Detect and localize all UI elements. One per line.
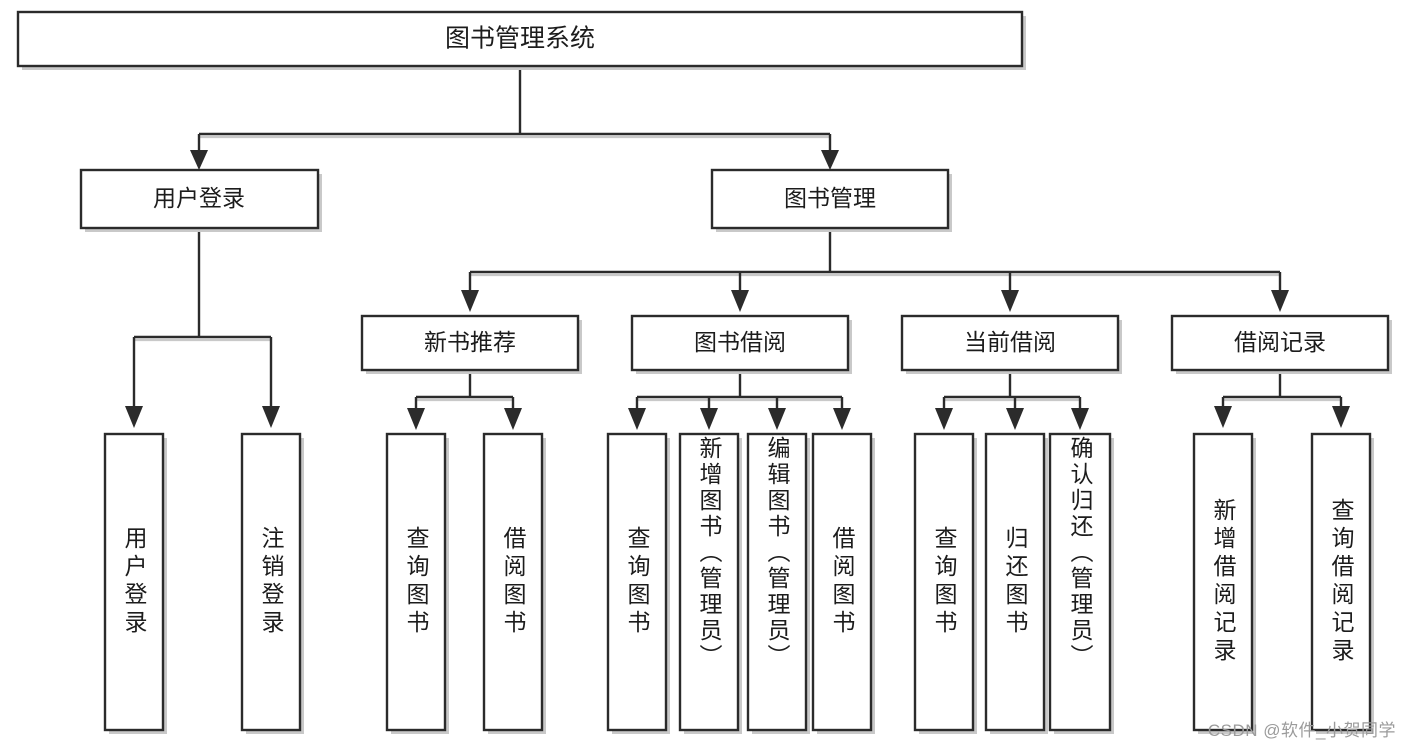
arrowhead-current-1	[1006, 408, 1024, 430]
arrowhead-leaf-user-login-0	[125, 406, 143, 428]
node-user-login-label: 用户登录	[153, 185, 245, 211]
arrowhead-newbook-0	[407, 408, 425, 430]
node-borrow-record[interactable]: 借阅记录	[1170, 314, 1392, 374]
node-book-borrow-box	[630, 314, 850, 372]
leaf-book-borrow-1[interactable]	[678, 432, 742, 734]
leaf-current-borrow-1[interactable]	[984, 432, 1048, 734]
connector-layer	[125, 66, 1350, 430]
leaf-user-login-0-box	[103, 432, 165, 732]
node-borrow-record-label: 借阅记录	[1234, 329, 1326, 355]
leaf-new-book-1[interactable]	[482, 432, 546, 734]
leaf-label-borrow-record-0: 新增借阅记录	[1210, 498, 1236, 666]
node-book-borrow[interactable]: 图书借阅	[630, 314, 852, 374]
arrowhead-borrow-3	[833, 408, 851, 430]
node-borrow-record-box	[1170, 314, 1390, 372]
node-root-label: 图书管理系统	[445, 25, 595, 53]
node-current-borrow-label: 当前借阅	[964, 329, 1056, 355]
node-book-manage-label: 图书管理	[784, 185, 876, 211]
node-new-book-recommend[interactable]: 新书推荐	[360, 314, 582, 374]
leaf-label-wrap-borrow-record-1: 查询借阅记录	[1328, 498, 1354, 666]
leaf-current-borrow-0[interactable]	[913, 432, 977, 734]
leaf-book-borrow-3-box	[811, 432, 873, 732]
leaf-label-book-borrow-3: 借阅图书	[829, 526, 855, 638]
leaf-new-book-1-box	[482, 432, 544, 732]
leaf-user-login-1-box	[240, 432, 302, 732]
node-root[interactable]: 图书管理系统	[16, 10, 1026, 70]
leaf-borrow-record-0-box	[1192, 432, 1254, 732]
leaf-label-wrap-user-login-0: 用户登录	[121, 526, 147, 638]
leaf-label-new-book-1: 借阅图书	[500, 526, 526, 638]
arrowhead-borrow-0	[628, 408, 646, 430]
leaf-label-current-borrow-1: 归还图书	[1002, 526, 1028, 638]
node-book-manage-box	[710, 168, 950, 230]
leaf-label-book-borrow-1: 新增图书（管理员）	[696, 436, 722, 670]
leaf-current-borrow-0-box	[913, 432, 975, 732]
node-current-borrow[interactable]: 当前借阅	[900, 314, 1122, 374]
leaf-label-wrap-current-borrow-0: 查询图书	[931, 526, 957, 638]
leaf-current-borrow-1-box	[984, 432, 1046, 732]
leaf-label-wrap-user-login-1: 注销登录	[258, 526, 284, 638]
arrowhead-current-2	[1071, 408, 1089, 430]
leaf-current-borrow-2-box	[1048, 432, 1112, 732]
arrowhead-level2-3	[1271, 290, 1289, 312]
node-root-box	[16, 10, 1024, 68]
leaf-book-borrow-0-box	[606, 432, 668, 732]
leaf-label-wrap-current-borrow-2: 确认归还（管理员）	[1067, 436, 1093, 670]
leaf-user-login-0[interactable]	[103, 432, 167, 734]
arrowhead-leaf-user-login-1	[262, 406, 280, 428]
leaf-new-book-0-box	[385, 432, 447, 732]
leaf-book-borrow-1-box	[678, 432, 740, 732]
arrowhead-level2-2	[1001, 290, 1019, 312]
arrowhead-borrow-2	[768, 408, 786, 430]
arrowhead-level2-1	[731, 290, 749, 312]
arrowhead-record-0	[1214, 406, 1232, 428]
node-current-borrow-box	[900, 314, 1120, 372]
node-user-login-box	[79, 168, 320, 230]
leaf-label-wrap-book-borrow-2: 编辑图书（管理员）	[764, 436, 790, 670]
node-new-book-recommend-label: 新书推荐	[424, 329, 516, 355]
node-user-login[interactable]: 用户登录	[79, 168, 322, 232]
leaf-label-current-borrow-0: 查询图书	[931, 526, 957, 638]
leaf-book-borrow-2[interactable]	[746, 432, 810, 734]
arrowhead-borrow-1	[700, 408, 718, 430]
leaf-book-borrow-3[interactable]	[811, 432, 875, 734]
leaf-borrow-record-1[interactable]	[1310, 432, 1374, 734]
leaf-label-borrow-record-1: 查询借阅记录	[1328, 498, 1354, 666]
leaf-label-user-login-0: 用户登录	[121, 526, 147, 638]
arrowhead-user-login	[190, 150, 208, 170]
node-book-manage[interactable]: 图书管理	[710, 168, 952, 232]
arrowhead-newbook-1	[504, 408, 522, 430]
leaf-label-book-borrow-0: 查询图书	[624, 526, 650, 638]
leaf-book-borrow-2-box	[746, 432, 808, 732]
arrowhead-book-manage	[821, 150, 839, 170]
leaf-label-user-login-1: 注销登录	[258, 526, 284, 638]
arrowhead-level2-0	[461, 290, 479, 312]
leaf-label-wrap-new-book-0: 查询图书	[403, 526, 429, 638]
leaf-book-borrow-0[interactable]	[606, 432, 670, 734]
leaf-user-login-1[interactable]	[240, 432, 304, 734]
node-new-book-recommend-box	[360, 314, 580, 372]
leaf-label-wrap-current-borrow-1: 归还图书	[1002, 526, 1028, 638]
leaf-borrow-record-0[interactable]	[1192, 432, 1256, 734]
leaf-label-new-book-0: 查询图书	[403, 526, 429, 638]
node-book-borrow-label: 图书借阅	[694, 329, 786, 355]
leaf-current-borrow-2[interactable]	[1048, 432, 1114, 734]
leaf-label-current-borrow-2: 确认归还（管理员）	[1067, 436, 1093, 670]
leaf-label-wrap-new-book-1: 借阅图书	[500, 526, 526, 638]
leaf-new-book-0[interactable]	[385, 432, 449, 734]
leaf-label-wrap-book-borrow-0: 查询图书	[624, 526, 650, 638]
leaf-label-wrap-borrow-record-0: 新增借阅记录	[1210, 498, 1236, 666]
leaf-label-book-borrow-2: 编辑图书（管理员）	[764, 436, 790, 670]
leaf-label-wrap-book-borrow-1: 新增图书（管理员）	[696, 436, 722, 670]
arrowhead-current-0	[935, 408, 953, 430]
leaf-borrow-record-1-box	[1310, 432, 1372, 732]
leaf-label-wrap-book-borrow-3: 借阅图书	[829, 526, 855, 638]
arrowhead-record-1	[1332, 406, 1350, 428]
